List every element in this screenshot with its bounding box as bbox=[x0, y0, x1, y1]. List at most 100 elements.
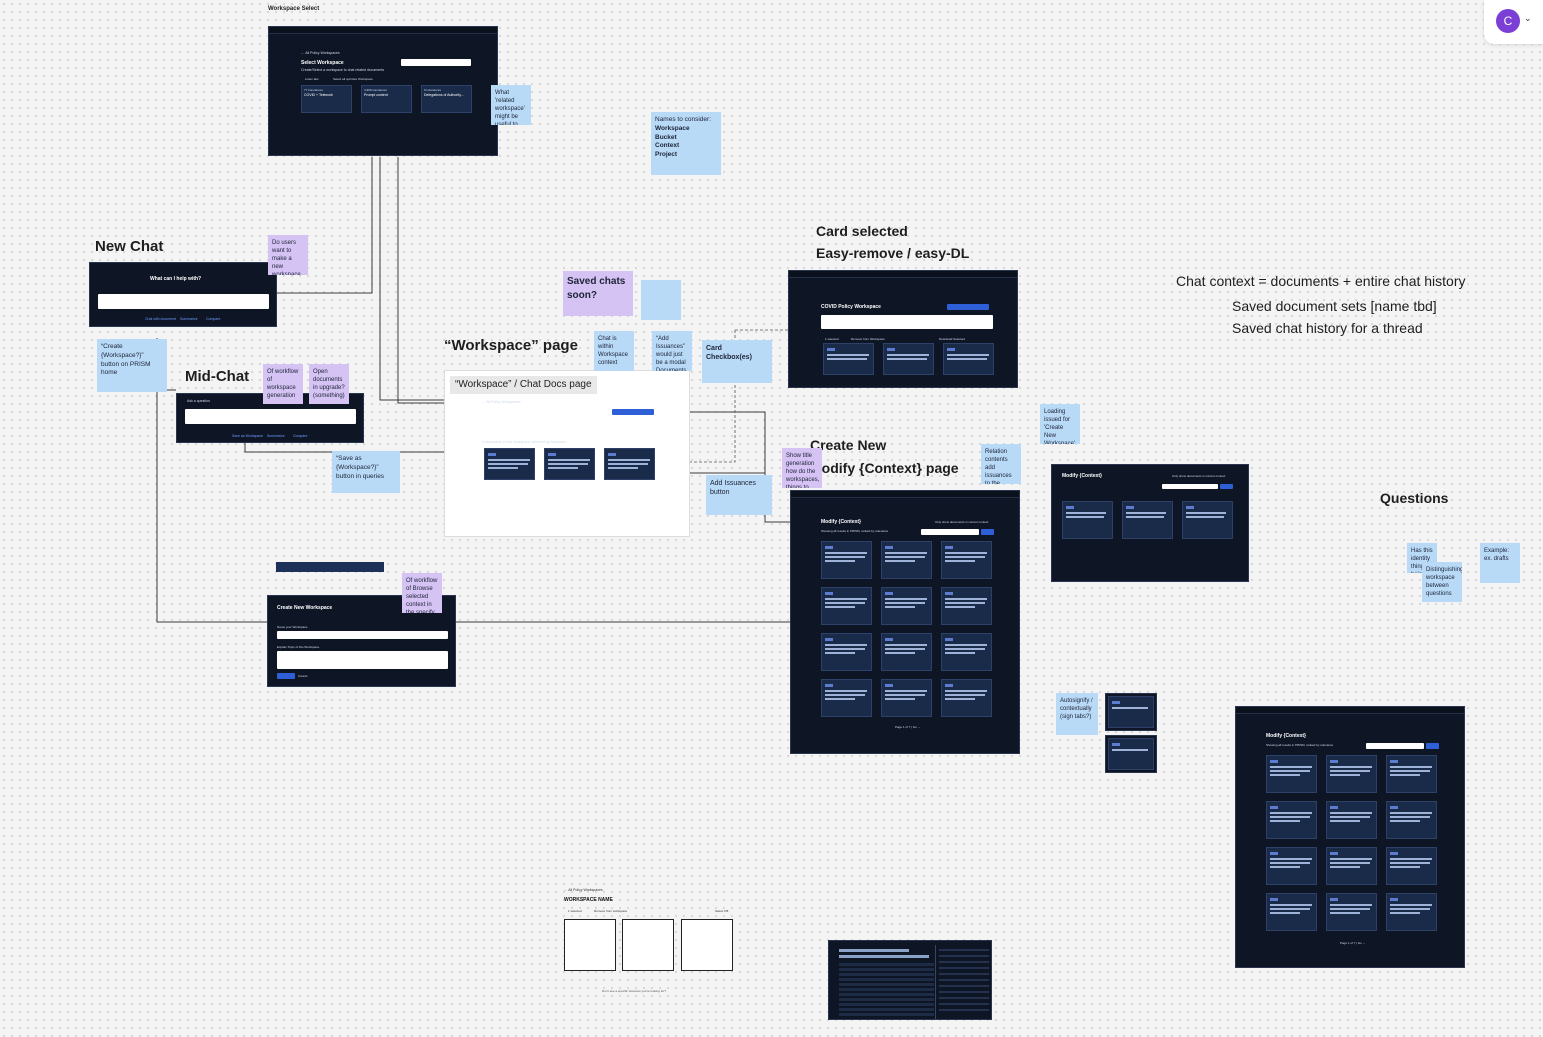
document-card[interactable] bbox=[681, 919, 733, 971]
filter-a[interactable]: Listen last bbox=[305, 77, 319, 81]
create-new-heading: Create New bbox=[810, 437, 887, 453]
user-avatar[interactable]: C bbox=[1496, 9, 1520, 33]
query-input[interactable] bbox=[482, 420, 654, 434]
saved-history-text: Saved chat history for a thread bbox=[1232, 320, 1423, 336]
issuance-card[interactable] bbox=[604, 448, 655, 480]
workspace-page-heading: “Workspace” page bbox=[444, 337, 578, 354]
search-input[interactable] bbox=[921, 529, 979, 535]
sticky-note[interactable]: Add Issuances button bbox=[706, 475, 772, 515]
issuance-card[interactable] bbox=[821, 541, 872, 579]
filter-b[interactable]: Select all optimize Workspace bbox=[333, 77, 373, 81]
sticky-note[interactable]: Show title generation how do the workspa… bbox=[782, 448, 822, 488]
issuance-card[interactable] bbox=[1326, 801, 1377, 839]
issuance-card[interactable] bbox=[881, 633, 932, 671]
table-view-frame bbox=[828, 940, 992, 1020]
sticky-note[interactable]: Of workflow of workspace generation bbox=[263, 364, 303, 404]
mid-chat-link[interactable]: Compare bbox=[293, 434, 308, 438]
sticky-note[interactable]: Saved chats soon? bbox=[563, 271, 633, 316]
mid-chat-link[interactable]: Summarize bbox=[267, 434, 285, 438]
issuance-card[interactable] bbox=[1266, 755, 1317, 793]
issuance-card[interactable] bbox=[1326, 847, 1377, 885]
issuance-card[interactable] bbox=[1266, 801, 1317, 839]
issuance-card[interactable] bbox=[1266, 847, 1317, 885]
search-input[interactable] bbox=[1162, 484, 1218, 489]
search-input[interactable] bbox=[401, 59, 471, 66]
modify-context-heading: Modify {Context} page bbox=[810, 460, 959, 476]
workspace-name-input[interactable] bbox=[277, 631, 448, 639]
back-link[interactable]: ← All Policy Workspaces bbox=[482, 400, 521, 404]
sticky-note[interactable]: “Create {Workspace?}” button on PRISM ho… bbox=[97, 339, 167, 392]
easy-remove-heading: Easy-remove / easy-DL bbox=[816, 245, 970, 261]
user-menu[interactable]: C ⌄ bbox=[1484, 0, 1543, 44]
issuance-card[interactable] bbox=[941, 541, 992, 579]
search-button[interactable] bbox=[981, 529, 994, 535]
pager[interactable]: Page 1 of 7 | Go → bbox=[895, 725, 921, 729]
issuance-card[interactable] bbox=[1386, 893, 1437, 931]
mid-chat-link[interactable]: Save as Workspace bbox=[232, 434, 264, 438]
issuance-card[interactable] bbox=[821, 633, 872, 671]
workspace-topic-input[interactable] bbox=[277, 651, 448, 669]
issuance-card[interactable] bbox=[1266, 893, 1317, 931]
back-link[interactable]: ← All Policy Workspaces bbox=[301, 51, 340, 55]
issuance-card[interactable] bbox=[941, 679, 992, 717]
issuance-card[interactable] bbox=[881, 541, 932, 579]
issuance-card[interactable] bbox=[1326, 893, 1377, 931]
issuance-card[interactable] bbox=[1062, 501, 1113, 539]
sticky-note[interactable]: Relation contents add issuances to the c… bbox=[981, 444, 1021, 484]
workspace-card[interactable]: 4,999 insurances Prompt content bbox=[361, 85, 412, 113]
add-issuances-button[interactable] bbox=[947, 304, 989, 310]
issuance-card[interactable] bbox=[881, 679, 932, 717]
sticky-note[interactable]: Distinguishing workspace between questio… bbox=[1422, 562, 1462, 602]
issuance-card[interactable] bbox=[941, 633, 992, 671]
document-card[interactable] bbox=[622, 919, 674, 971]
chat-link[interactable]: Compare bbox=[206, 317, 221, 321]
issuance-card[interactable] bbox=[1386, 801, 1437, 839]
sticky-note[interactable] bbox=[641, 280, 681, 320]
document-card[interactable] bbox=[564, 919, 616, 971]
sticky-note[interactable]: Names to consider: Workspace Bucket Cont… bbox=[651, 112, 721, 175]
query-input[interactable] bbox=[821, 315, 993, 329]
issuance-card[interactable] bbox=[883, 343, 934, 375]
issuance-card[interactable] bbox=[1105, 735, 1157, 773]
issuance-card[interactable] bbox=[1122, 501, 1173, 539]
sticky-note[interactable]: Autosignify / contextually (sign tabs?) bbox=[1056, 693, 1098, 735]
issuance-card[interactable] bbox=[484, 448, 535, 480]
chat-input[interactable] bbox=[98, 294, 269, 309]
sticky-note[interactable]: Loading issued for 'Create New Workspace… bbox=[1040, 404, 1080, 444]
cancel-button[interactable]: Cancel bbox=[298, 674, 308, 678]
issuance-card[interactable] bbox=[1386, 847, 1437, 885]
issuance-card[interactable] bbox=[943, 343, 994, 375]
modify-title: Modify {Context} bbox=[821, 519, 861, 525]
sticky-note[interactable]: What 'related workspace' might be useful… bbox=[491, 85, 531, 125]
workspace-card[interactable]: 77 Insurances COVID + Telework bbox=[301, 85, 352, 113]
issuance-card[interactable] bbox=[941, 587, 992, 625]
issuance-card[interactable] bbox=[1386, 755, 1437, 793]
sticky-note[interactable]: “Save as {Workspace?}” button in queries bbox=[332, 451, 400, 493]
issuance-card[interactable] bbox=[821, 587, 872, 625]
chat-link[interactable]: Chat with document bbox=[145, 317, 176, 321]
chevron-down-icon[interactable]: ⌄ bbox=[1524, 13, 1532, 23]
sticky-note[interactable]: Do users want to make a new workspace on… bbox=[268, 235, 308, 275]
sticky-note[interactable]: Of workflow of Browse selected context i… bbox=[402, 573, 442, 613]
search-button[interactable] bbox=[1426, 743, 1439, 749]
issuance-card[interactable] bbox=[821, 679, 872, 717]
sticky-note[interactable]: Card Checkbox(es) bbox=[702, 340, 772, 383]
search-button[interactable] bbox=[1220, 484, 1233, 489]
issuance-card[interactable] bbox=[1326, 755, 1377, 793]
sticky-note[interactable]: Chat is within Workspace context bbox=[594, 331, 634, 371]
chat-link[interactable]: Summarize bbox=[180, 317, 198, 321]
issuance-card[interactable] bbox=[544, 448, 595, 480]
search-input[interactable] bbox=[1366, 743, 1424, 749]
sticky-note[interactable]: “Add Issuances” would just be a modal Do… bbox=[652, 331, 692, 371]
add-issuances-button[interactable] bbox=[612, 409, 654, 415]
issuance-card[interactable] bbox=[881, 587, 932, 625]
sticky-note[interactable]: Open documents in upgrade? (something) bbox=[309, 364, 349, 404]
issuance-card[interactable] bbox=[1105, 693, 1157, 731]
sticky-note[interactable]: Example: ex. drafts bbox=[1480, 543, 1520, 583]
new-chat-frame: What can I help with? Chat with document… bbox=[89, 262, 277, 327]
workspace-card[interactable]: 9 insurances Delegations of Authority... bbox=[421, 85, 472, 113]
mid-chat-input[interactable] bbox=[185, 409, 356, 424]
issuance-card[interactable] bbox=[823, 343, 874, 375]
issuance-card[interactable] bbox=[1182, 501, 1233, 539]
continue-button[interactable] bbox=[277, 673, 295, 679]
